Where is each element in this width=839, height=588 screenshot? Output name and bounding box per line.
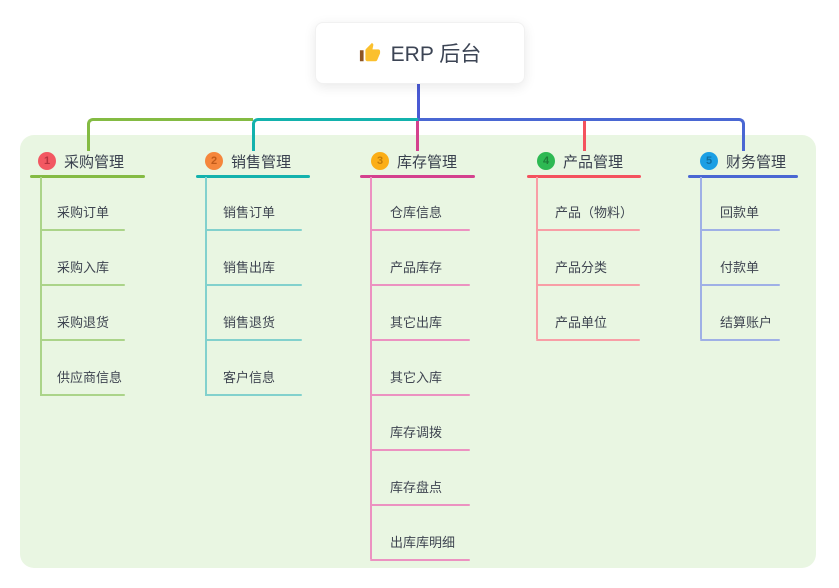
leaf-underline xyxy=(370,559,470,561)
branch-underline xyxy=(688,175,798,178)
leaf-underline xyxy=(370,339,470,341)
branch-node-purchase[interactable]: 1 采购管理 xyxy=(38,150,124,172)
leaf-node[interactable]: 结算账户 xyxy=(720,315,773,330)
root-connector-line xyxy=(417,82,420,121)
leaf-node[interactable]: 产品单位 xyxy=(555,315,608,330)
branch-label: 产品管理 xyxy=(563,153,624,171)
leaf-underline xyxy=(700,229,780,231)
leaf-underline xyxy=(370,284,470,286)
connector-branch-1 xyxy=(87,118,253,151)
leaf-node[interactable]: 仓库信息 xyxy=(390,205,443,220)
leaf-underline xyxy=(40,284,125,286)
root-node[interactable]: ERP 后台 xyxy=(315,22,525,84)
leaf-node[interactable]: 产品分类 xyxy=(555,260,608,275)
branch-underline xyxy=(527,175,641,178)
leaf-node[interactable]: 产品库存 xyxy=(390,260,443,275)
leaf-underline xyxy=(370,449,470,451)
leaf-node[interactable]: 其它出库 xyxy=(390,315,443,330)
leaf-node[interactable]: 产品（物料） xyxy=(555,205,634,220)
leaf-node[interactable]: 库存盘点 xyxy=(390,480,443,495)
connector-branch-2 xyxy=(252,118,419,151)
branch-node-finance[interactable]: 5 财务管理 xyxy=(700,150,786,172)
leaf-underline xyxy=(40,394,125,396)
leaf-node[interactable]: 采购入库 xyxy=(57,260,110,275)
leaf-node[interactable]: 出库库明细 xyxy=(390,535,456,550)
branch-node-product[interactable]: 4 产品管理 xyxy=(537,150,623,172)
leaf-node[interactable]: 销售出库 xyxy=(223,260,276,275)
leaf-underline xyxy=(370,504,470,506)
leaf-node[interactable]: 其它入库 xyxy=(390,370,443,385)
leaf-underline xyxy=(536,284,640,286)
leaf-node[interactable]: 采购退货 xyxy=(57,315,110,330)
branch-number-badge: 3 xyxy=(371,152,389,170)
leaf-underline xyxy=(370,394,470,396)
connector-branch-5 xyxy=(418,118,745,151)
leaf-node[interactable]: 采购订单 xyxy=(57,205,110,220)
leaf-underline xyxy=(205,284,302,286)
leaf-underline xyxy=(40,339,125,341)
leaf-underline xyxy=(205,339,302,341)
leaf-underline xyxy=(700,339,780,341)
leaf-node[interactable]: 回款单 xyxy=(720,205,760,220)
branch-number-badge: 5 xyxy=(700,152,718,170)
branch-underline xyxy=(30,175,145,178)
branch-label: 库存管理 xyxy=(397,153,458,171)
leaf-underline xyxy=(536,339,640,341)
leaf-node[interactable]: 付款单 xyxy=(720,260,760,275)
branch-node-inventory[interactable]: 3 库存管理 xyxy=(371,150,457,172)
leaf-node[interactable]: 客户信息 xyxy=(223,370,276,385)
root-node-label: ERP 后台 xyxy=(390,43,482,66)
leaf-node[interactable]: 销售退货 xyxy=(223,315,276,330)
branch-number-badge: 4 xyxy=(537,152,555,170)
branch-underline xyxy=(360,175,475,178)
branch-trunk-line xyxy=(40,177,42,396)
branch-trunk-line xyxy=(205,177,207,396)
branch-trunk-line xyxy=(700,177,702,339)
branch-underline xyxy=(196,175,310,178)
branch-label: 销售管理 xyxy=(231,153,292,171)
branches-panel xyxy=(20,135,816,568)
leaf-underline xyxy=(205,229,302,231)
connector-branch-3 xyxy=(416,121,419,151)
branch-trunk-line xyxy=(536,177,538,339)
branch-trunk-line xyxy=(370,177,372,559)
leaf-underline xyxy=(370,229,470,231)
branch-label: 财务管理 xyxy=(726,153,787,171)
leaf-underline xyxy=(700,284,780,286)
connector-branch-4 xyxy=(583,121,586,151)
branch-number-badge: 1 xyxy=(38,152,56,170)
leaf-underline xyxy=(205,394,302,396)
leaf-underline xyxy=(40,229,125,231)
leaf-node[interactable]: 销售订单 xyxy=(223,205,276,220)
leaf-underline xyxy=(536,229,640,231)
leaf-node[interactable]: 库存调拨 xyxy=(390,425,443,440)
leaf-node[interactable]: 供应商信息 xyxy=(57,370,123,385)
thumbs-up-icon xyxy=(359,42,381,64)
branch-label: 采购管理 xyxy=(64,153,125,171)
branch-number-badge: 2 xyxy=(205,152,223,170)
branch-node-sales[interactable]: 2 销售管理 xyxy=(205,150,291,172)
